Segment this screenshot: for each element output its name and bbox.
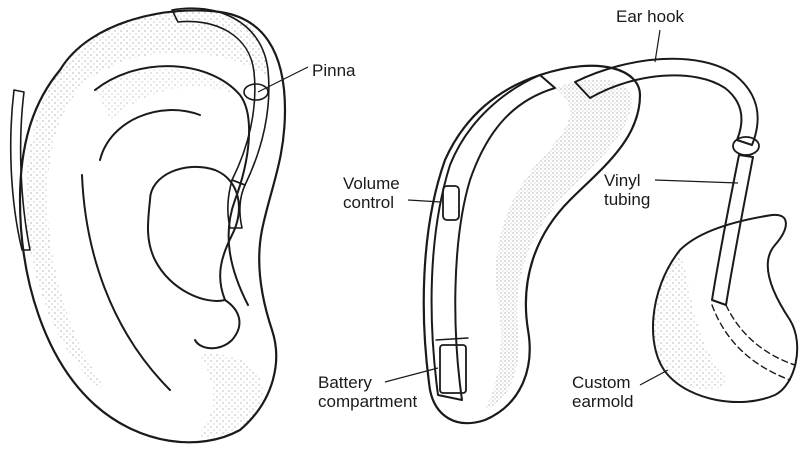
device-faceplate <box>432 75 555 400</box>
volume-label-line1: Volume <box>343 174 400 193</box>
battery-label-line1: Battery <box>318 373 372 392</box>
volume-control-knob <box>443 186 459 220</box>
vinyl-label-line1: Vinyl <box>604 171 641 190</box>
ear-hook-joint-device <box>733 137 759 155</box>
earmold-shading <box>653 250 725 390</box>
earmold-label-line2: earmold <box>572 392 633 411</box>
label-pinna: Pinna <box>258 61 356 92</box>
earmold-canal <box>712 305 795 380</box>
label-battery-compartment: Battery compartment <box>318 368 438 411</box>
ear-inner-fold <box>82 110 200 390</box>
ear-tragus <box>195 300 239 348</box>
earmold-label-line1: Custom <box>572 373 631 392</box>
ear-hook-label: Ear hook <box>616 7 685 26</box>
label-ear-hook: Ear hook <box>616 7 685 62</box>
hearing-aid-device <box>424 59 797 423</box>
pinna-label: Pinna <box>312 61 356 80</box>
ear-lobe-shading <box>195 354 263 438</box>
battery-compartment-door <box>440 345 466 393</box>
ear-hook-joint <box>244 84 268 100</box>
battery-label-line2: compartment <box>318 392 417 411</box>
volume-label-line2: control <box>343 193 394 212</box>
label-custom-earmold: Custom earmold <box>572 370 668 411</box>
label-volume-control: Volume control <box>343 174 441 212</box>
vinyl-label-line2: tubing <box>604 190 650 209</box>
vinyl-tubing <box>712 155 753 305</box>
ear-illustration <box>11 8 285 442</box>
device-body-shading <box>485 79 632 410</box>
ear-concha <box>148 167 239 301</box>
label-vinyl-tubing: Vinyl tubing <box>604 171 738 209</box>
